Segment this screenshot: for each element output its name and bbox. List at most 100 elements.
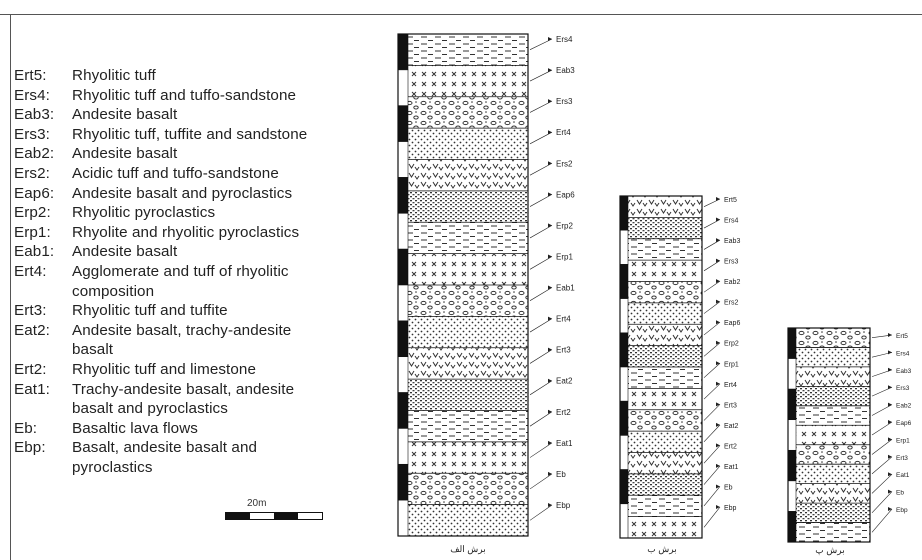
leader-arrow bbox=[872, 439, 892, 454]
unit-label: Eab1 bbox=[556, 284, 575, 293]
column-scale-block bbox=[620, 230, 628, 264]
leader-arrow bbox=[704, 466, 720, 485]
arrow-head bbox=[548, 99, 552, 103]
leader-arrow bbox=[530, 474, 552, 489]
lithology-layer bbox=[628, 282, 702, 304]
leader-arrow bbox=[530, 443, 552, 458]
unit-label: Ebp bbox=[724, 505, 737, 512]
lithology-layer bbox=[796, 347, 870, 367]
leader-arrow bbox=[530, 132, 552, 144]
column-caption: برش الف bbox=[450, 544, 486, 555]
unit-label: Eb bbox=[556, 470, 566, 479]
lithology-layer bbox=[628, 474, 702, 496]
leader-arrow bbox=[872, 509, 892, 532]
lithology-layer bbox=[408, 97, 528, 129]
lithology-layer bbox=[796, 425, 870, 445]
lithology-layer bbox=[796, 445, 870, 465]
column-scale-block bbox=[788, 420, 796, 451]
leader-arrow bbox=[704, 281, 720, 292]
unit-label: Eat2 bbox=[724, 423, 739, 430]
leader-arrow bbox=[872, 405, 892, 416]
unit-label: Ert4 bbox=[724, 382, 737, 389]
leader-arrow bbox=[704, 507, 720, 527]
lithology-layer bbox=[628, 303, 702, 325]
leader-arrow bbox=[530, 163, 552, 175]
column-scale-block bbox=[620, 504, 628, 538]
lithology-layer bbox=[628, 453, 702, 475]
leader-arrow bbox=[704, 425, 720, 442]
leader-arrow bbox=[704, 261, 720, 271]
lithology-layer bbox=[408, 379, 528, 411]
lithology-layer bbox=[408, 316, 528, 348]
unit-label: Eat1 bbox=[896, 472, 910, 479]
column-scale-block bbox=[620, 196, 628, 230]
leader-arrow bbox=[704, 240, 720, 249]
section-column: Ers4Eab3Ers3Ert4Ers2Eap6Erp2Erp1Eab1Ert4… bbox=[398, 34, 575, 555]
leader-arrow bbox=[530, 288, 552, 301]
arrow-head bbox=[716, 402, 720, 406]
arrow-head bbox=[888, 507, 892, 511]
leader-arrow bbox=[530, 101, 552, 112]
column-caption: برش پ bbox=[815, 545, 844, 556]
column-scale-block bbox=[398, 357, 408, 393]
column-scale-block bbox=[398, 142, 408, 178]
unit-label: Eab3 bbox=[896, 368, 912, 375]
section-column: Ert5Ers4Eab3Ers3Eab2Ers2Eap6Erp2Erp1Ert4… bbox=[620, 196, 740, 555]
lithology-layer bbox=[408, 65, 528, 97]
column-scale-block bbox=[398, 500, 408, 536]
lithology-layer bbox=[796, 484, 870, 504]
lithology-layer bbox=[408, 442, 528, 474]
leader-arrow bbox=[530, 505, 552, 520]
arrow-head bbox=[888, 333, 892, 337]
lithology-layer bbox=[796, 386, 870, 406]
unit-label: Eat1 bbox=[556, 439, 573, 448]
unit-label: Erp2 bbox=[556, 221, 573, 230]
unit-label: Eab3 bbox=[724, 238, 740, 245]
column-scale-block bbox=[788, 481, 796, 512]
lithology-layer bbox=[796, 503, 870, 523]
unit-label: Ert5 bbox=[896, 333, 908, 340]
column-scale-block bbox=[398, 321, 408, 357]
leader-arrow bbox=[530, 350, 552, 364]
lithology-layer bbox=[628, 388, 702, 410]
unit-label: Eb bbox=[896, 490, 904, 497]
unit-label: Eap6 bbox=[896, 420, 912, 427]
unit-label: Ers3 bbox=[556, 97, 573, 106]
unit-label: Ers4 bbox=[896, 350, 910, 357]
lithology-layer bbox=[408, 34, 528, 66]
column-scale-block bbox=[620, 470, 628, 504]
lithology-layer bbox=[408, 128, 528, 160]
column-scale-block bbox=[788, 450, 796, 481]
leader-arrow bbox=[704, 445, 720, 463]
leader-arrow bbox=[530, 319, 552, 332]
arrow-head bbox=[888, 385, 892, 389]
leader-arrow bbox=[872, 457, 892, 474]
lithology-layer bbox=[628, 324, 702, 346]
leader-arrow bbox=[530, 194, 552, 206]
lithology-layer bbox=[628, 346, 702, 368]
column-scale-block bbox=[620, 435, 628, 469]
leader-arrow bbox=[704, 220, 720, 229]
unit-label: Eap6 bbox=[556, 190, 575, 199]
column-scale-block bbox=[788, 389, 796, 420]
arrow-head bbox=[888, 350, 892, 354]
lithology-layer bbox=[796, 523, 870, 543]
arrow-head bbox=[716, 443, 720, 447]
column-scale-block bbox=[398, 70, 408, 106]
leader-arrow bbox=[530, 256, 552, 269]
leader-arrow bbox=[530, 225, 552, 238]
arrow-head bbox=[548, 68, 552, 72]
column-scale-block bbox=[788, 328, 796, 359]
unit-label: Ert4 bbox=[556, 315, 571, 324]
lithology-layer bbox=[796, 328, 870, 348]
leader-arrow bbox=[704, 404, 720, 420]
unit-label: Erp1 bbox=[724, 361, 739, 368]
unit-label: Erp2 bbox=[724, 341, 739, 348]
leader-arrow bbox=[704, 384, 720, 399]
arrow-head bbox=[716, 505, 720, 509]
unit-label: Eat2 bbox=[556, 377, 573, 386]
unit-label: Eab2 bbox=[896, 403, 912, 410]
arrow-head bbox=[716, 484, 720, 488]
column-scale-block bbox=[398, 393, 408, 429]
